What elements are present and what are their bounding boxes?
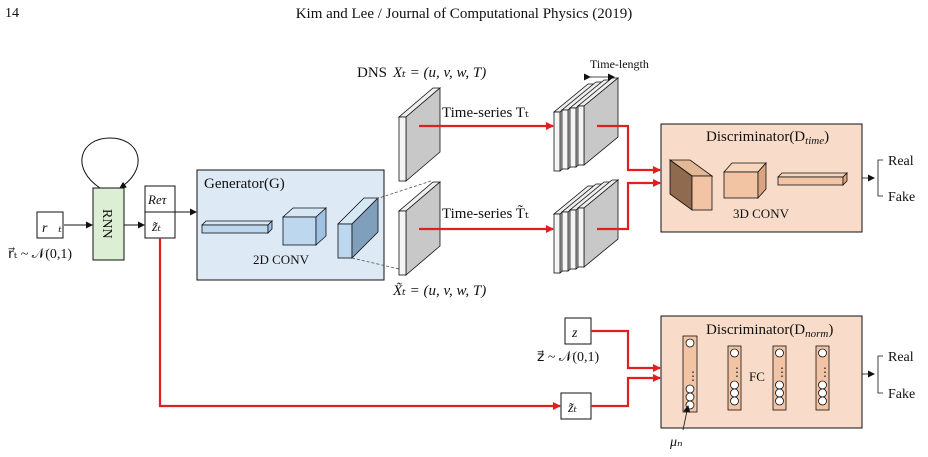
journal-citation: Kim and Lee / Journal of Computational P… (295, 6, 633, 22)
time-series-real-label: Time-series Tₜ (442, 105, 529, 121)
fc-column-1: ⋮ (682, 335, 699, 413)
conv2d-label: 2D CONV (253, 252, 310, 267)
dtime-output-bracket (877, 159, 883, 197)
fc-column-3: ⋮ (772, 345, 788, 411)
z-tilde-label-2: z̃ₜ (567, 401, 577, 416)
fc-label: FC (749, 369, 765, 384)
fc-ellipsis-3: ⋮ (776, 365, 788, 379)
z-tilde-box-2 (560, 392, 592, 420)
fc-ellipsis-2: ⋮ (731, 365, 743, 379)
gen-layer-3 (337, 197, 379, 259)
dtime-layer-2 (723, 161, 767, 200)
generator-label: Generator(G) (204, 176, 285, 192)
re-tau-label: Reτ (147, 192, 168, 207)
discriminator-norm-label: Discriminator(Dnorm) (706, 322, 833, 340)
mu-n-label: μₙ (669, 435, 683, 450)
rnn-block (92, 187, 125, 261)
z-tilde-label: z̃ₜ (151, 220, 161, 235)
fake-output-1: Fake (888, 190, 915, 205)
z-vector-box (564, 317, 592, 345)
dns-equation: Xₜ = (u, v, w, T) (392, 65, 486, 81)
generated-equation: X̃ₜ = (u, v, w, T) (392, 283, 486, 299)
time-length-label: Time-length (590, 57, 649, 71)
arrow-real-stack-to-dtime (597, 124, 661, 174)
projection-line-bottom (351, 257, 400, 270)
dtime-layer-1 (668, 159, 714, 211)
arrow-z-to-dnorm (591, 329, 661, 372)
fc-ellipsis-1: ⋮ (687, 369, 699, 383)
time-series-fake-label: Time-series T̃ₜ (442, 205, 529, 222)
arrow-z-tilde-2-to-dnorm (591, 374, 661, 408)
fc-column-4: ⋮ (815, 345, 831, 411)
r-distribution-label: r⃗ₜ ~ 𝒩(0,1) (8, 247, 72, 262)
fake-time-series-stack (552, 179, 620, 274)
fc-ellipsis-4: ⋮ (819, 365, 831, 379)
arrow-z-tilde-to-dnorm (158, 238, 561, 410)
dns-frame (397, 87, 442, 182)
fc-column-2: ⋮ (727, 345, 743, 411)
real-output-1: Real (888, 154, 914, 169)
dns-label: DNS (357, 65, 387, 81)
r-vector-label: r⃗ₜ (42, 221, 62, 236)
rnn-recurrent-loop (81, 137, 139, 189)
z-vector-label: z⃗ (571, 326, 588, 341)
real-time-series-stack (552, 77, 620, 172)
dnorm-output-bracket (877, 355, 883, 394)
fake-output-2: Fake (888, 387, 915, 402)
page-header: 14 Kim and Lee / Journal of Computationa… (0, 0, 928, 30)
rnn-label: RNN (99, 209, 114, 239)
page-number: 14 (5, 6, 19, 21)
r-vector-box (36, 211, 64, 239)
gen-layer-1 (201, 220, 273, 234)
gen-layer-2 (281, 207, 328, 246)
z-distribution-label: z⃗ ~ 𝒩(0,1) (537, 350, 599, 365)
conv3d-label: 3D CONV (733, 206, 790, 221)
real-output-2: Real (888, 350, 914, 365)
mu-n-pointer (682, 405, 691, 431)
discriminator-time-label: Discriminator(Dtime) (706, 129, 829, 147)
z-tilde-box (144, 211, 176, 239)
dtime-layer-3 (777, 172, 848, 186)
arrow-fake-stack-to-dtime (597, 179, 661, 231)
